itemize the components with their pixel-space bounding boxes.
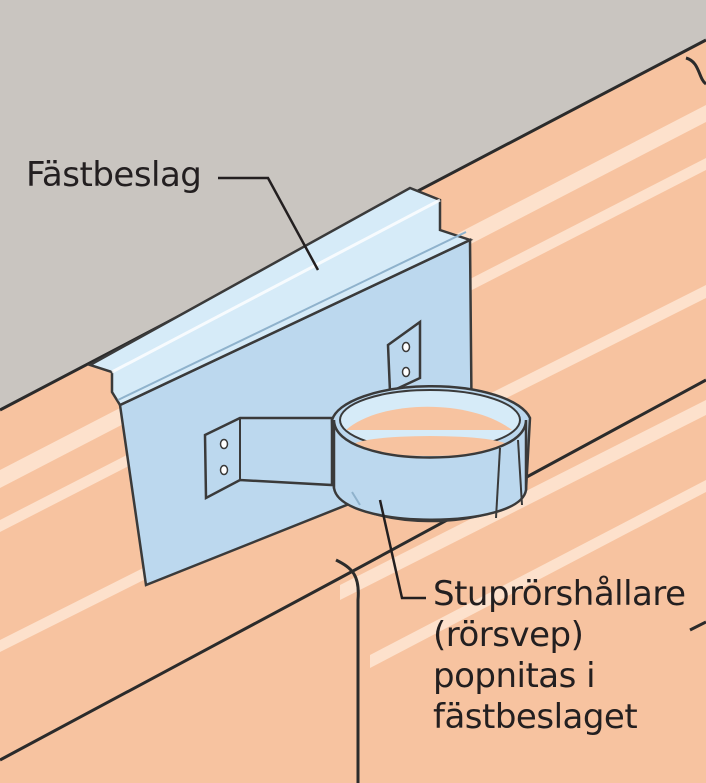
pipe-holder-label-line: fästbeslaget	[433, 697, 638, 737]
rivet-icon	[401, 366, 411, 378]
pipe-clip-icon	[203, 385, 532, 523]
seam-fold	[685, 56, 706, 86]
pipe-holder-label-line: popnitas i	[433, 656, 596, 696]
pipe-holder-label-line: (rörsvep)	[433, 615, 584, 655]
rivet-icon	[219, 464, 229, 476]
rivet-icon	[401, 341, 411, 353]
rivet-icon	[219, 438, 229, 450]
holder-leader-line	[378, 499, 426, 600]
seam-mark	[689, 620, 706, 632]
roof-highlight-band	[370, 480, 706, 668]
roof-highlight-band	[340, 400, 706, 600]
pipe-holder-label: Stuprörshållare (rörsvep) popnitas i fäs…	[433, 574, 686, 738]
vertical-seam	[335, 558, 360, 783]
bracket-label: Fästbeslag	[26, 155, 202, 195]
pipe-holder-label-line: Stuprörshållare	[433, 574, 686, 614]
mounting-bracket-icon	[86, 186, 474, 587]
rivet-tab-back	[386, 319, 422, 394]
bracket-leader-line	[218, 176, 320, 271]
roof-sheet-seam	[0, 378, 706, 762]
